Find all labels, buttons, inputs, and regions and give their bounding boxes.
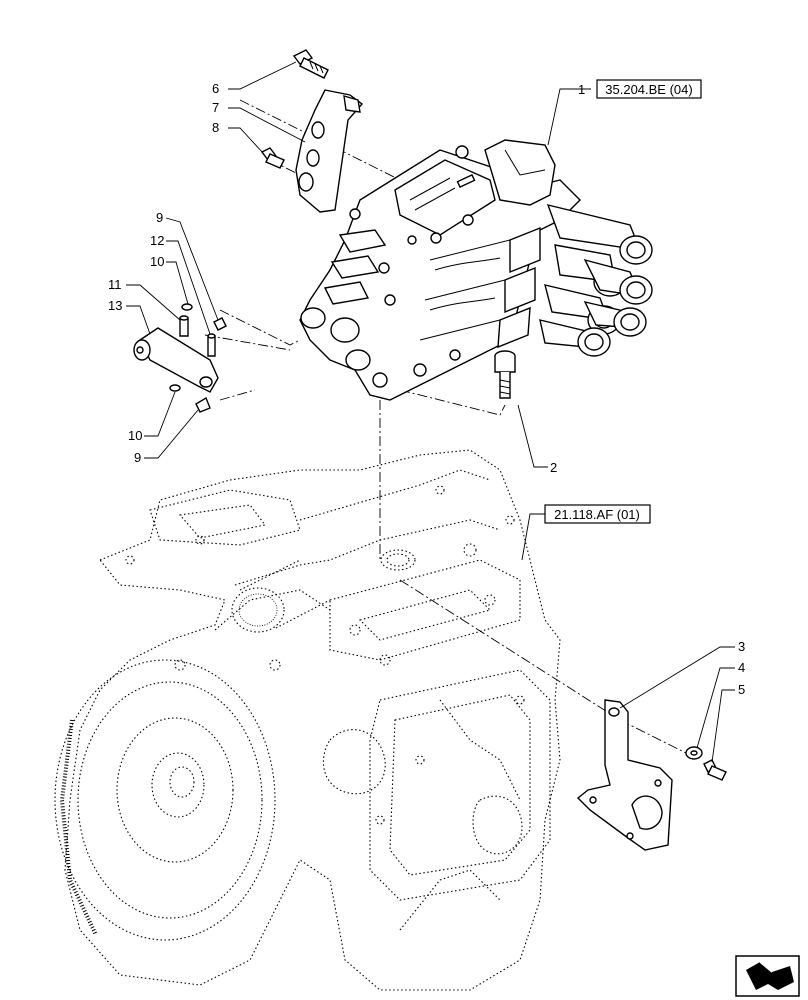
callout-11: 11 — [108, 277, 122, 292]
part-3-bracket — [576, 699, 673, 851]
callout-4: 4 — [738, 660, 745, 675]
callout-10-top: 10 — [150, 254, 164, 269]
next-page-arrow-icon[interactable] — [735, 955, 800, 997]
part-7-bracket — [295, 89, 364, 213]
transmission-housing — [54, 449, 561, 991]
callout-9-top: 9 — [156, 210, 163, 225]
reference-label: 35.204.BE (04) — [605, 82, 692, 97]
reference-label: 21.118.AF (01) — [554, 507, 640, 522]
callout-5: 5 — [738, 682, 745, 697]
reference-box-mid[interactable]: 21.118.AF (01) — [544, 504, 651, 524]
hydraulic-couplers — [539, 204, 653, 357]
callout-6: 6 — [212, 81, 219, 96]
callout-8: 8 — [212, 120, 219, 135]
part-8-bolt — [260, 147, 285, 169]
reference-box-top[interactable]: 35.204.BE (04) — [596, 79, 702, 99]
part-5-bolt — [703, 759, 727, 781]
callouts: 1 2 3 4 5 6 7 8 9 12 10 11 13 10 9 — [108, 81, 745, 697]
callout-10-bottom: 10 — [128, 428, 142, 443]
callout-3: 3 — [738, 639, 745, 654]
part-6-bolt — [292, 49, 329, 79]
linkage-assembly — [133, 303, 227, 413]
callout-12: 12 — [150, 233, 164, 248]
callout-13: 13 — [108, 298, 122, 313]
callout-1: 1 — [578, 82, 585, 97]
part-4-washer — [685, 746, 703, 760]
callout-7: 7 — [212, 100, 219, 115]
part-2-bolt — [494, 350, 516, 399]
leader-lines — [126, 61, 735, 763]
callout-9-bottom: 9 — [134, 450, 141, 465]
callout-2: 2 — [550, 460, 557, 475]
part-1-control-valve — [299, 139, 653, 401]
